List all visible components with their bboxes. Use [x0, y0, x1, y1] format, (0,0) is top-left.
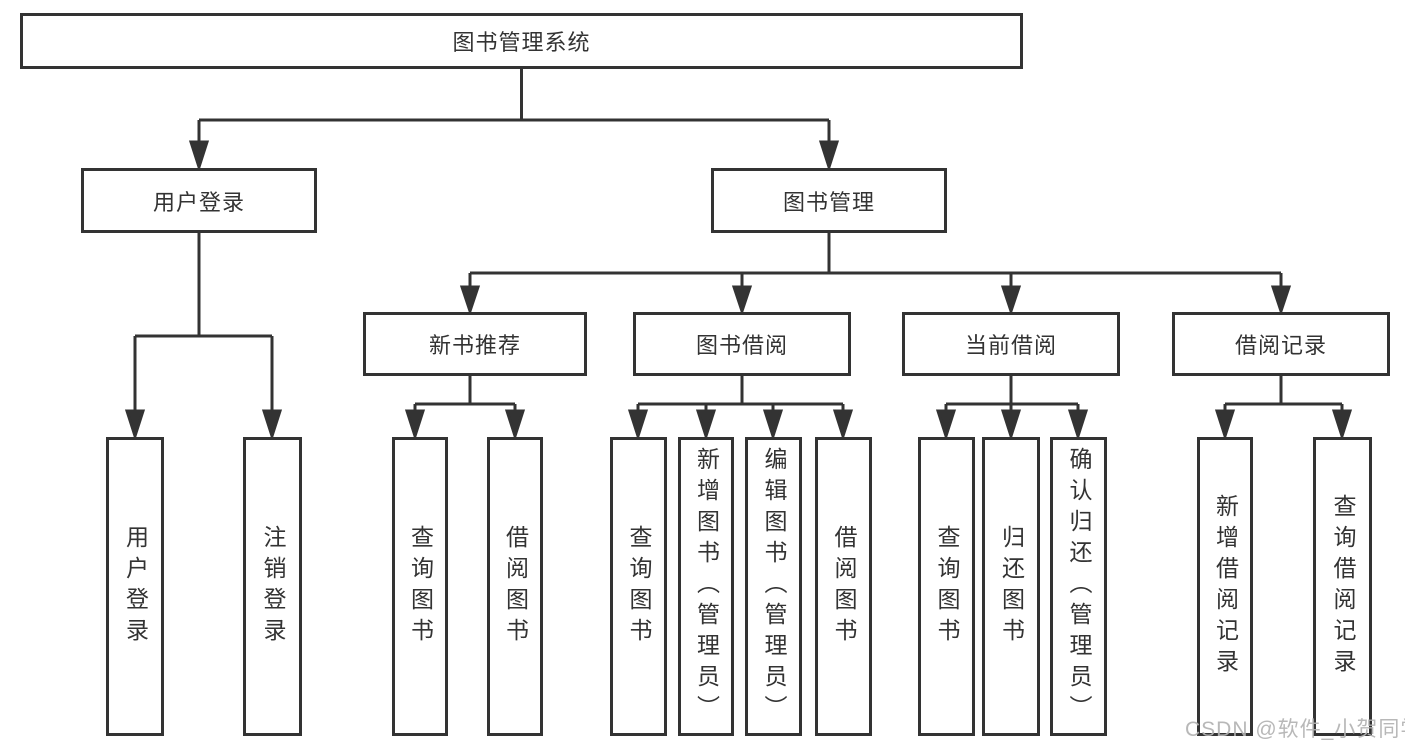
leaf-return-books-label: 归还图书: [998, 524, 1025, 649]
leaf-borrow-books: 借阅图书: [815, 437, 872, 736]
leaf-query-books-borrow-label: 查询图书: [626, 524, 652, 649]
connector-user-login-to-leaves: [124, 233, 283, 441]
leaf-edit-books-admin: 编辑图书（管理员）: [745, 437, 802, 736]
leaf-confirm-return-admin: 确认归还（管理员）: [1050, 437, 1107, 736]
node-new-book-recommend: 新书推荐: [363, 312, 587, 376]
connector-borrow-record-to-leaves: [1214, 376, 1353, 441]
node-book-management: 图书管理: [711, 168, 947, 233]
leaf-borrow-books-recommend: 借阅图书: [487, 437, 543, 736]
connector-current-borrow-to-leaves: [935, 376, 1089, 441]
leaf-borrow-books-recommend-label: 借阅图书: [502, 524, 529, 649]
leaf-query-books-recommend: 查询图书: [392, 437, 448, 736]
leaf-query-books-recommend-label: 查询图书: [407, 524, 434, 649]
leaf-user-login-label: 用户登录: [122, 524, 149, 649]
node-book-management-label: 图书管理: [782, 189, 875, 215]
leaf-query-books-current-label: 查询图书: [934, 524, 960, 649]
connector-book-mgmt-to-level3: [459, 233, 1292, 316]
leaf-query-books-current: 查询图书: [918, 437, 975, 736]
node-root-library-system: 图书管理系统: [20, 13, 1023, 69]
leaf-add-borrow-record-label: 新增借阅记录: [1212, 493, 1239, 680]
leaf-edit-books-admin-label: 编辑图书（管理员）: [761, 447, 787, 726]
node-book-borrow-label: 图书借阅: [695, 333, 788, 358]
leaf-query-books-borrow: 查询图书: [610, 437, 667, 736]
leaf-user-login: 用户登录: [106, 437, 164, 736]
node-new-book-recommend-label: 新书推荐: [428, 333, 521, 358]
node-root-label: 图书管理系统: [452, 30, 591, 55]
leaf-query-borrow-record-label: 查询借阅记录: [1330, 493, 1356, 680]
connector-book-borrow-to-leaves: [627, 376, 854, 441]
connector-root-to-level2: [188, 69, 840, 172]
node-book-borrow: 图书借阅: [633, 312, 851, 376]
connector-new-book-to-leaves: [404, 376, 526, 441]
leaf-return-books: 归还图书: [982, 437, 1040, 736]
leaf-add-books-admin-label: 新增图书（管理员）: [693, 447, 720, 726]
leaf-add-borrow-record: 新增借阅记录: [1197, 437, 1253, 736]
node-current-borrow-label: 当前借阅: [964, 333, 1057, 358]
node-borrow-record: 借阅记录: [1172, 312, 1390, 376]
node-user-login: 用户登录: [81, 168, 317, 233]
node-current-borrow: 当前借阅: [902, 312, 1120, 376]
csdn-watermark: CSDN @软件_小贺同学: [1185, 718, 1405, 741]
leaf-logout-label: 注销登录: [260, 524, 286, 649]
node-user-login-label: 用户登录: [152, 189, 245, 215]
leaf-add-books-admin: 新增图书（管理员）: [678, 437, 734, 736]
node-borrow-record-label: 借阅记录: [1234, 333, 1327, 358]
leaf-borrow-books-label: 借阅图书: [831, 524, 857, 649]
leaf-logout: 注销登录: [243, 437, 302, 736]
leaf-query-borrow-record: 查询借阅记录: [1313, 437, 1372, 736]
leaf-confirm-return-admin-label: 确认归还（管理员）: [1066, 447, 1092, 726]
